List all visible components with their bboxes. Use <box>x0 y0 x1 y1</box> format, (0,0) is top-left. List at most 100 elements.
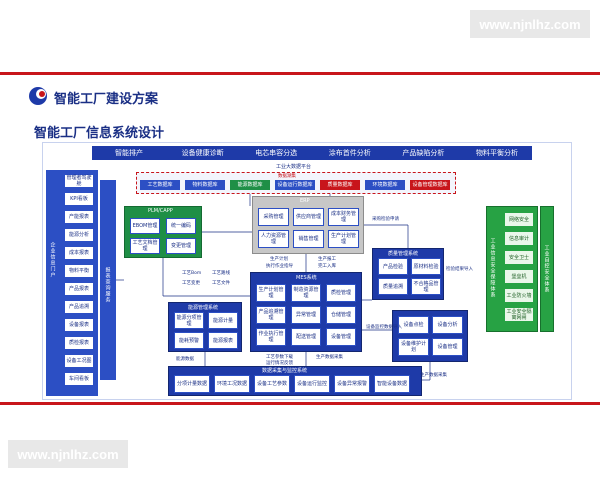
section-title: 智能工厂信息系统设计 <box>34 126 165 141</box>
energy-item: 能源分项管理 <box>174 312 204 329</box>
flow-label-bom: 工艺Bom <box>182 271 202 276</box>
mes-item: 异常管理 <box>291 306 321 324</box>
portal-item: 能源分析 <box>64 228 94 242</box>
plm-title: PLM/CAPP <box>148 208 173 214</box>
portal-item: 成本报表 <box>64 246 94 260</box>
quality-item: 质量追溯 <box>378 278 408 295</box>
collect-item: 物料数据库 <box>185 180 225 190</box>
portal-item: 质检报表 <box>64 336 94 350</box>
watermark-bottom: www.njnlhz.com <box>8 440 128 468</box>
quality-item: 产品检验 <box>378 258 408 275</box>
flow-label-inspect-result: 检验结果导入 <box>446 267 473 272</box>
collect-label: 数据湖集 <box>278 174 296 179</box>
top-menu-item[interactable]: 智能排产 <box>94 147 164 159</box>
left-vertical-label: 报表查询服务 <box>104 267 111 303</box>
mes-title: MES系统 <box>296 275 317 281</box>
collect-item: 环境数据库 <box>365 180 405 190</box>
dcs-item: 智能设备数据 <box>374 375 410 393</box>
flow-label-equip-import: 设备监控数据导入 <box>366 325 402 330</box>
flow-label-stock: 完工入库 <box>318 264 336 269</box>
portal-item: 产品报表 <box>64 282 94 296</box>
erp-item: 生产计划管理 <box>328 230 359 248</box>
mes-item: 配送管理 <box>291 328 321 346</box>
top-menu-item[interactable]: 电芯串容分选 <box>241 147 312 159</box>
plm-item: 统一编码 <box>166 218 196 234</box>
collect-item: 质量数据库 <box>320 180 360 190</box>
collect-item: 工艺数据库 <box>140 180 180 190</box>
right-vertical-label: 工业自控安全体系 <box>543 245 550 293</box>
plm-item: EBOM管理 <box>130 218 160 234</box>
equipment-item: 设备维护计划 <box>398 338 429 356</box>
security-item: 堡垒机 <box>504 269 534 284</box>
left-vertical-panel <box>100 180 116 380</box>
security-item: 工业防火墙 <box>504 288 534 303</box>
flow-label-param-download: 工艺参数下载 <box>266 355 293 360</box>
flow-label-doc: 工艺文件 <box>212 281 230 286</box>
portal-item: 物料平衡 <box>64 264 94 278</box>
flow-label-plan: 生产计划 <box>270 257 288 262</box>
top-menu-item[interactable]: 涂布首件分析 <box>314 147 385 159</box>
dcs-item: 设备运行监控 <box>294 375 330 393</box>
quality-item: 不合格品管理 <box>411 278 441 295</box>
portal-item: KPI看板 <box>64 192 94 206</box>
dcs-item: 设备工艺参数 <box>254 375 290 393</box>
erp-item: 成本财务管理 <box>328 208 359 226</box>
mes-item: 仓储管理 <box>326 306 356 324</box>
portal-item: 产能报表 <box>64 210 94 224</box>
flow-label-guide: 执行作业指导 <box>266 264 293 269</box>
flow-label-inspect-req: 采购检验申请 <box>372 217 399 222</box>
top-menu-item[interactable]: 产品缺陷分析 <box>388 147 459 159</box>
dcs-item: 环境工况数据 <box>214 375 250 393</box>
mes-item: 生产计划管理 <box>256 284 286 302</box>
energy-item: 能耗预警 <box>174 332 204 349</box>
portal-item: 管理者驾驶舱 <box>64 174 94 188</box>
security-title: 工业信息安全保障体系 <box>489 238 496 298</box>
collect-item: 设备管理数据库 <box>410 180 450 190</box>
platform-label: 工业大数据平台 <box>276 164 312 170</box>
quality-item: 原材料检验 <box>411 258 441 275</box>
top-red-rule <box>0 72 600 75</box>
security-item: 安全卫士 <box>504 250 534 265</box>
flow-label-energy: 能源数据 <box>176 357 194 362</box>
dcs-item: 设备异常报警 <box>334 375 370 393</box>
mes-item: 质检管理 <box>326 284 356 302</box>
left-portal-title: 企业信息门户 <box>49 242 56 278</box>
logo-icon <box>28 86 48 106</box>
collect-item: 能源数据库 <box>230 180 270 190</box>
flow-label-collect-2: 生产数据采集 <box>420 373 447 378</box>
portal-item: 设备报表 <box>64 318 94 332</box>
mes-item: 设备管理 <box>326 328 356 346</box>
erp-item: 采购管理 <box>258 208 289 226</box>
energy-item: 能源计量 <box>208 312 238 329</box>
erp-item: 供应商管理 <box>293 208 324 226</box>
top-menu-item[interactable]: 物料平衡分析 <box>462 147 532 159</box>
erp-item: 销售管理 <box>293 230 324 248</box>
erp-title: ERP <box>300 198 310 204</box>
quality-title: 质量管理系统 <box>388 251 419 257</box>
mes-item: 产品追溯管理 <box>256 306 286 324</box>
security-item: 工业安全隔离网闸 <box>504 307 534 322</box>
energy-title: 能源管理系统 <box>188 305 219 311</box>
security-item: 网络安全 <box>504 212 534 227</box>
flow-label-feedback: 运行情况反馈 <box>266 361 293 366</box>
collect-item: 设备运行数据库 <box>275 180 315 190</box>
flow-label-change: 工艺变更 <box>182 281 200 286</box>
flow-label-route: 工艺路线 <box>212 271 230 276</box>
flow-label-collect-1: 生产数据采集 <box>316 355 343 360</box>
dcs-title: 数据采集与监控系统 <box>262 368 308 374</box>
bottom-red-rule <box>0 402 600 405</box>
portal-item: 设备工况图 <box>64 354 94 368</box>
portal-item: 车间看板 <box>64 372 94 386</box>
watermark-top: www.njnlhz.com <box>470 10 590 38</box>
mes-item: 制造资源管理 <box>291 284 321 302</box>
top-menu-item[interactable]: 设备健康诊断 <box>167 147 238 159</box>
equipment-item: 设备点检 <box>398 316 429 334</box>
flow-label-report: 生产报工 <box>318 257 336 262</box>
energy-item: 能源报表 <box>208 332 238 349</box>
plm-item: 工艺文档管理 <box>130 238 160 254</box>
equipment-item: 设备分析 <box>432 316 463 334</box>
slide-title: 智能工厂建设方案 <box>54 92 159 107</box>
right-vertical-panel <box>540 206 554 332</box>
dcs-item: 分项计量数据 <box>174 375 210 393</box>
security-item: 信息审计 <box>504 231 534 246</box>
